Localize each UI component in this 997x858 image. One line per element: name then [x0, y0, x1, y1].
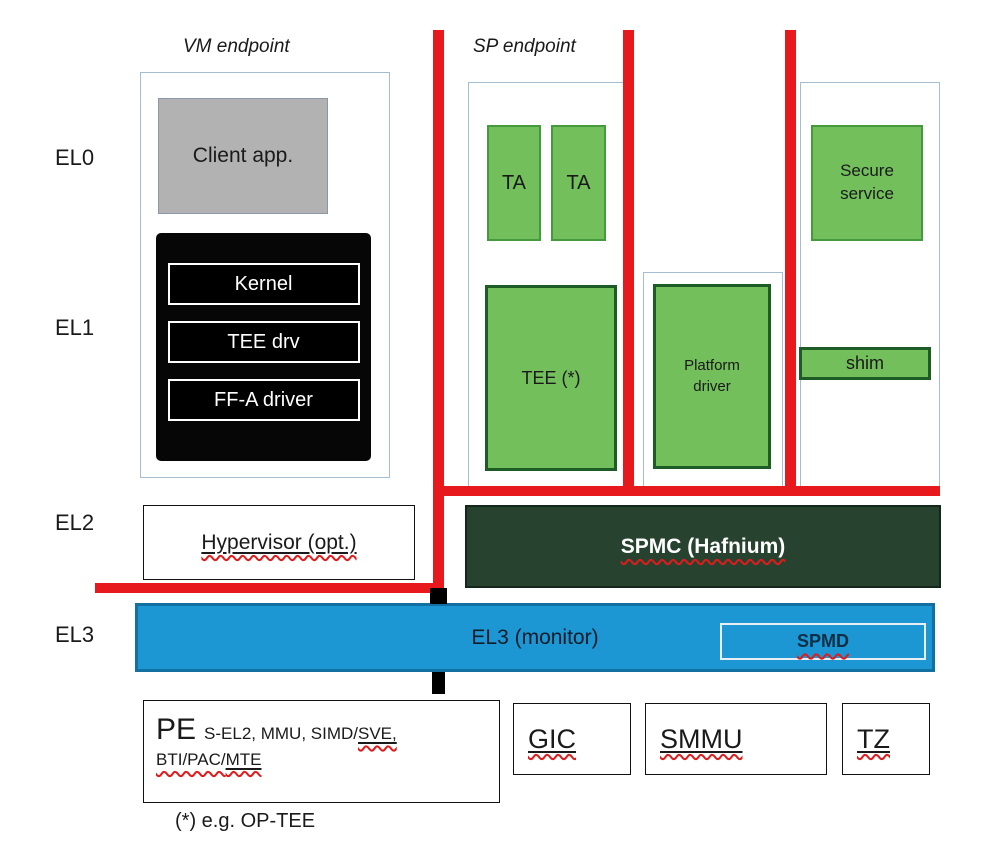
- hypervisor-label: Hypervisor (opt.): [201, 530, 357, 554]
- ta-left-box: TA: [487, 125, 541, 241]
- secure-service-label: Secure service: [840, 161, 894, 203]
- pe-features-part2: BTI/PAC/: [156, 749, 226, 769]
- pe-content: PE S-EL2, MMU, SIMD/SVE, BTI/PAC/MTE: [144, 701, 499, 781]
- boundary-connector-top: [430, 588, 447, 604]
- gic-box: GIC: [513, 703, 631, 775]
- kernel-box: Kernel: [167, 263, 360, 305]
- smmu-underline: SMMU: [660, 724, 743, 755]
- shim-box: shim: [799, 347, 931, 380]
- el3-monitor-box: EL3 (monitor) SPMD: [135, 603, 935, 672]
- sp-endpoint-container-platform: Platform driver: [643, 272, 783, 487]
- sp-endpoint-label: SP endpoint: [473, 36, 576, 57]
- client-app-label: Client app.: [192, 144, 294, 167]
- secure-boundary-line-horizontal-left: [95, 583, 438, 593]
- pe-features-sve: SVE,: [358, 724, 397, 743]
- ffa-driver-box: FF-A driver: [167, 379, 360, 421]
- secure-boundary-line-vertical-left: [433, 30, 444, 592]
- boundary-connector-bottom: [432, 672, 445, 694]
- ta-left-label: TA: [501, 171, 527, 194]
- secure-service-box: Secure service: [811, 125, 923, 241]
- secure-boundary-line-horizontal-right: [444, 486, 940, 496]
- el3-monitor-label-wrap: EL3 (monitor): [138, 606, 932, 669]
- tee-box: TEE (*): [485, 285, 617, 471]
- smmu-label: SMMU: [660, 723, 743, 754]
- ta-right-label: TA: [566, 171, 591, 194]
- spmd-label: SPMD: [796, 631, 849, 651]
- vm-endpoint-label: VM endpoint: [183, 36, 290, 57]
- tz-underline: TZ: [857, 724, 890, 755]
- pe-features-line2: BTI/PAC/MTE: [156, 750, 261, 769]
- gic-label: GIC: [528, 723, 577, 754]
- hypervisor-box: Hypervisor (opt.): [143, 505, 415, 580]
- gic-underline: GIC: [528, 724, 576, 755]
- client-app-box: Client app.: [158, 98, 328, 214]
- tee-drv-box: TEE drv: [167, 321, 360, 363]
- secure-boundary-line-vertical-right: [785, 30, 796, 492]
- platform-driver-box: Platform driver: [653, 284, 771, 469]
- sp-endpoint-container-secure-service: Secure service shim: [799, 82, 940, 487]
- shim-label: shim: [845, 353, 884, 373]
- platform-driver-label: Platform driver: [684, 357, 740, 395]
- secure-boundary-line-vertical-middle: [623, 30, 634, 492]
- spmc-label: SPMC (Hafnium): [620, 534, 786, 558]
- pe-box: PE S-EL2, MMU, SIMD/SVE, BTI/PAC/MTE: [143, 700, 500, 803]
- pe-features-mte: MTE: [225, 749, 262, 769]
- spmd-box: SPMD: [720, 623, 926, 660]
- hypervisor-underline: Hypervisor (opt.): [201, 531, 356, 555]
- sp-endpoint-container-tee: TA TA TEE (*): [468, 82, 628, 487]
- sve-underline: SVE,: [358, 724, 397, 743]
- ta-right-box: TA: [551, 125, 606, 241]
- ffa-driver-label: FF-A driver: [214, 388, 313, 411]
- el1-label: EL1: [55, 315, 95, 340]
- pe-features-line1: S-EL2, MMU, SIMD/SVE,: [204, 724, 397, 743]
- mte-underline: MTE: [226, 750, 262, 769]
- tee-drv-label: TEE drv: [227, 330, 300, 353]
- footnote: (*) e.g. OP-TEE: [175, 810, 316, 832]
- kernel-label: Kernel: [234, 272, 293, 295]
- spmc-box: SPMC (Hafnium): [465, 505, 941, 588]
- el2-label: EL2: [55, 510, 95, 535]
- tz-box: TZ: [842, 703, 930, 775]
- tz-label: TZ: [857, 723, 890, 754]
- el3-label: EL3: [55, 622, 95, 647]
- el3-monitor-label: EL3 (monitor): [471, 625, 599, 649]
- smmu-box: SMMU: [645, 703, 827, 775]
- el0-label: EL0: [55, 145, 95, 170]
- tee-label: TEE (*): [521, 367, 581, 388]
- pe-title: PE: [156, 713, 197, 746]
- kernel-stack-box: Kernel TEE drv FF-A driver: [156, 233, 371, 461]
- vm-endpoint-container: Client app. Kernel TEE drv FF-A driver: [140, 72, 390, 478]
- pe-features-part1: S-EL2, MMU, SIMD/: [204, 724, 358, 743]
